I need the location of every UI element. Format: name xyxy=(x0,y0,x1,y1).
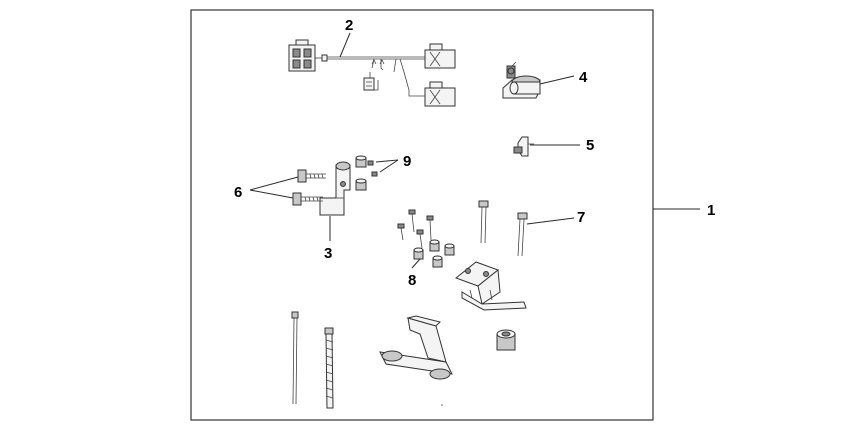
callout-7: 7 xyxy=(577,209,585,226)
callout-5: 5 xyxy=(586,137,594,154)
callout-2: 2 xyxy=(345,17,353,34)
stray-dot xyxy=(441,404,443,406)
bolt-icon xyxy=(292,169,326,206)
callout-6: 6 xyxy=(234,184,242,201)
diagram-frame xyxy=(190,9,654,421)
leader-6b xyxy=(249,189,294,199)
leader-8 xyxy=(411,258,421,269)
stand-icon xyxy=(379,315,453,380)
callout-4: 4 xyxy=(579,69,588,86)
collar-icon xyxy=(496,329,516,351)
callout-8: 8 xyxy=(408,272,416,289)
cable-tie-icon xyxy=(291,311,334,409)
relay-icon xyxy=(502,61,541,99)
bolt-icon xyxy=(478,200,528,257)
collar-icon xyxy=(397,209,455,268)
clip-icon xyxy=(513,136,534,157)
bracket-icon xyxy=(319,161,351,216)
leader-9a xyxy=(375,159,399,163)
leader-6a xyxy=(249,176,299,191)
callout-3: 3 xyxy=(324,245,332,262)
callout-1: 1 xyxy=(707,202,715,219)
callout-9: 9 xyxy=(403,153,411,170)
collar-icon xyxy=(355,155,378,191)
leader-9b xyxy=(379,159,399,173)
leader-4 xyxy=(539,75,575,85)
leader-2 xyxy=(339,32,351,58)
stay-icon xyxy=(454,261,527,311)
wire-harness-icon xyxy=(288,39,456,107)
leader-7 xyxy=(526,217,575,225)
